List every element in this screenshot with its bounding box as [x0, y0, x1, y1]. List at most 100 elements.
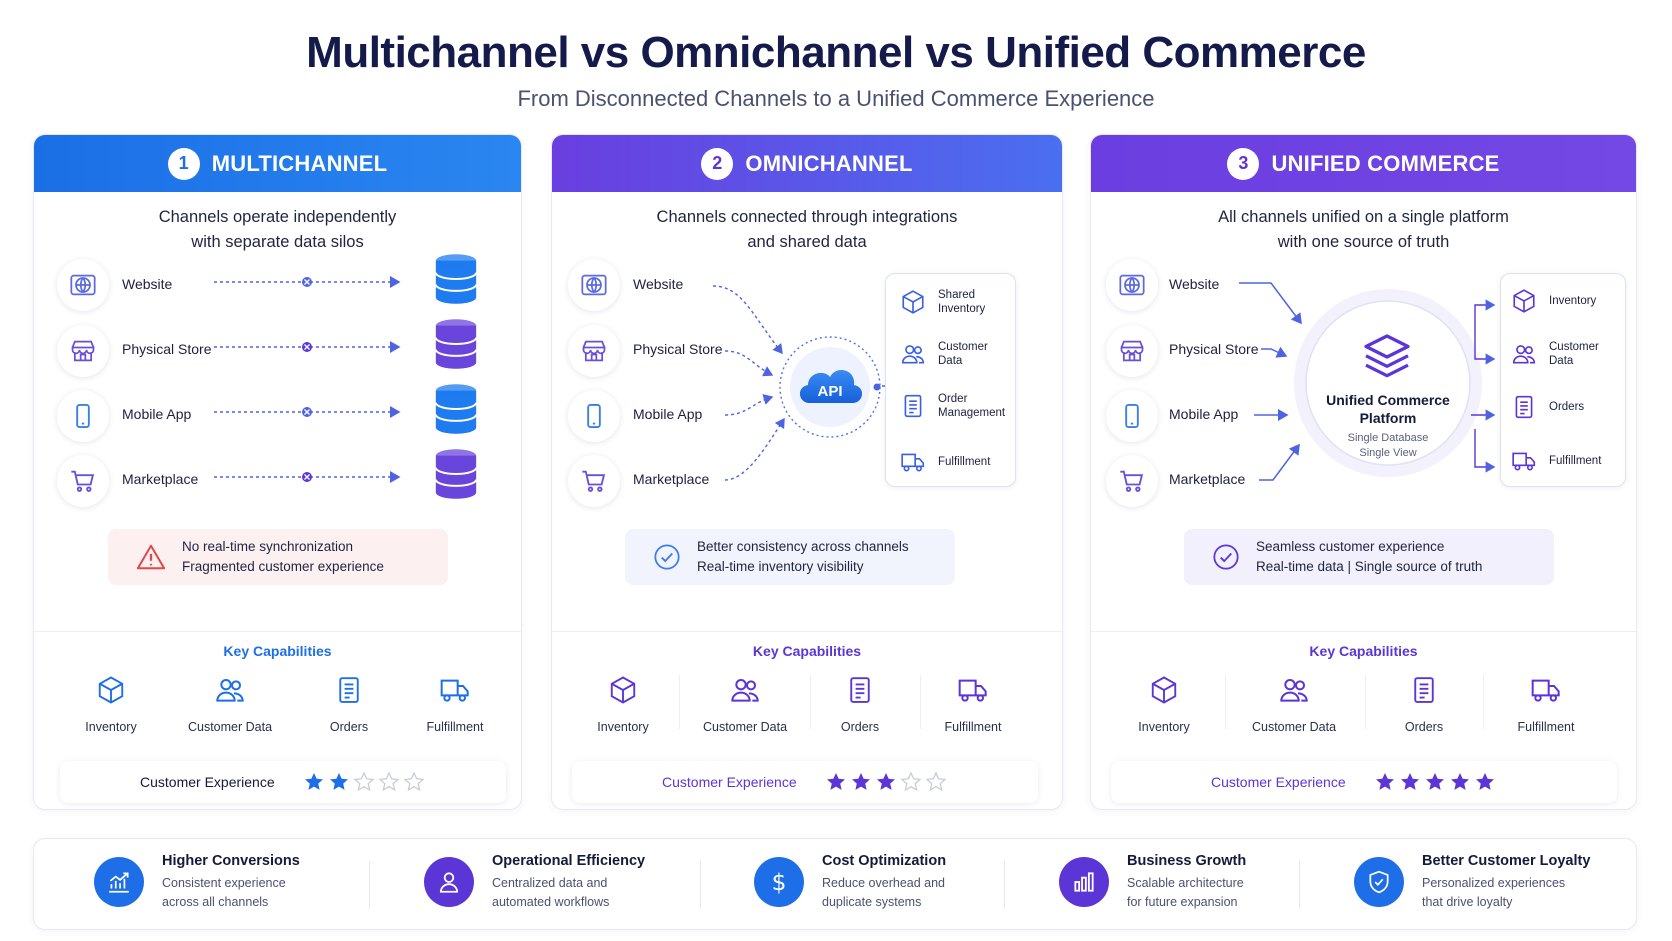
- website-icon: [57, 259, 109, 311]
- unified-header: 3 UNIFIED COMMERCE: [1091, 135, 1636, 192]
- customer-experience-label: Customer Experience: [1211, 774, 1346, 790]
- capability-orders: Orders: [805, 670, 915, 734]
- box-icon: [900, 289, 926, 315]
- capability-customer-data: Customer Data: [690, 670, 800, 734]
- api-hub-label: API: [817, 383, 843, 400]
- database-icon: [434, 383, 478, 435]
- channel-label-website: Website: [1169, 276, 1220, 292]
- capability-inventory: Inventory: [568, 670, 678, 734]
- step-number-1: 1: [167, 147, 200, 180]
- omnichannel-description: Channels connected through integrations …: [656, 208, 958, 251]
- step-number-2: 2: [701, 147, 734, 180]
- database-icon: [434, 253, 478, 305]
- service-fulfillment: Fulfillment: [900, 449, 990, 475]
- multichannel-warning-banner: No real-time synchronization Fragmented …: [108, 529, 448, 585]
- website-icon: [568, 259, 620, 311]
- star-filled-icon: [1474, 771, 1496, 793]
- truck-icon: [439, 674, 471, 706]
- store-icon: [1106, 325, 1158, 377]
- users-icon: [1278, 674, 1310, 706]
- database-icon: [434, 448, 478, 500]
- channel-label-store: Physical Store: [1169, 341, 1259, 357]
- customer-experience-rating: Customer Experience: [1111, 761, 1617, 803]
- unified-description: All channels unified on a single platfor…: [1218, 208, 1509, 251]
- capability-fulfillment: Fulfillment: [918, 670, 1028, 734]
- channel-label-marketplace: Marketplace: [1169, 471, 1246, 487]
- capability-orders: Orders: [1369, 670, 1479, 734]
- document-icon: [900, 393, 926, 419]
- document-icon: [845, 675, 875, 705]
- service-fulfillment: Fulfillment: [1511, 448, 1601, 474]
- layers-icon: [1364, 334, 1410, 378]
- star-empty-icon: [403, 771, 425, 793]
- multichannel-panel: 1 MULTICHANNEL Channels operate independ…: [33, 134, 522, 810]
- channel-label-store: Physical Store: [122, 341, 212, 357]
- capability-inventory: Inventory: [56, 670, 166, 734]
- shield-icon: [1369, 870, 1389, 894]
- chart-icon: [109, 872, 129, 893]
- customer-experience-label: Customer Experience: [662, 774, 797, 790]
- channel-label-store: Physical Store: [633, 341, 723, 357]
- star-rating: [1374, 771, 1496, 793]
- key-capabilities-title: Key Capabilities: [223, 643, 332, 659]
- dollar-icon: $: [772, 868, 787, 896]
- cart-icon: [1106, 455, 1158, 507]
- multichannel-header: 1 MULTICHANNEL: [34, 135, 521, 192]
- truck-icon: [900, 449, 926, 475]
- mobile-icon: [1106, 390, 1158, 442]
- star-empty-icon: [378, 771, 400, 793]
- capability-fulfillment: Fulfillment: [1491, 670, 1601, 734]
- star-empty-icon: [353, 771, 375, 793]
- users-icon: [900, 341, 926, 367]
- key-capabilities-title: Key Capabilities: [1309, 643, 1418, 659]
- store-icon: [57, 325, 109, 377]
- cart-icon: [568, 455, 620, 507]
- star-filled-icon: [875, 771, 897, 793]
- capability-orders: Orders: [294, 670, 404, 734]
- store-icon: [568, 325, 620, 377]
- omnichannel-panel: 2 OMNICHANNEL Channels connected through…: [551, 134, 1063, 810]
- step-number-3: 3: [1227, 147, 1260, 180]
- unified-connectors: [1239, 282, 1496, 481]
- channel-label-marketplace: Marketplace: [633, 471, 710, 487]
- database-icon: [434, 318, 478, 370]
- service-orders: Orders: [1511, 394, 1584, 420]
- users-icon: [1511, 341, 1537, 367]
- box-icon: [608, 675, 638, 705]
- user-icon: [439, 872, 459, 893]
- omnichannel-header: 2 OMNICHANNEL: [552, 135, 1062, 192]
- truck-icon: [1530, 674, 1562, 706]
- customer-experience-label: Customer Experience: [140, 774, 275, 790]
- website-icon: [1106, 259, 1158, 311]
- channel-label-mobile: Mobile App: [122, 406, 192, 422]
- channel-label-mobile: Mobile App: [633, 406, 703, 422]
- star-filled-icon: [825, 771, 847, 793]
- silo-connectors: [214, 276, 401, 483]
- omnichannel-benefit-banner: Better consistency across channels Real-…: [625, 529, 955, 585]
- users-icon: [729, 674, 761, 706]
- cart-icon: [57, 455, 109, 507]
- capability-customer-data: Customer Data: [1239, 670, 1349, 734]
- customer-experience-rating: Customer Experience: [60, 761, 506, 803]
- star-empty-icon: [925, 771, 947, 793]
- platform-subtitle: Single Database Single View: [1347, 432, 1429, 459]
- channel-label-marketplace: Marketplace: [122, 471, 199, 487]
- platform-title: Unified Commerce Platform: [1326, 392, 1450, 426]
- unified-benefit-banner: Seamless customer experience Real-time d…: [1184, 529, 1554, 585]
- check-circle-icon: [1213, 544, 1239, 570]
- capability-fulfillment: Fulfillment: [400, 670, 510, 734]
- box-icon: [1511, 288, 1537, 314]
- capability-inventory: Inventory: [1109, 670, 1219, 734]
- page-title: Multichannel vs Omnichannel vs Unified C…: [306, 28, 1366, 77]
- unified-panel: 3 UNIFIED COMMERCE All channels unified …: [1090, 134, 1637, 810]
- document-icon: [1511, 394, 1537, 420]
- star-rating: [825, 771, 947, 793]
